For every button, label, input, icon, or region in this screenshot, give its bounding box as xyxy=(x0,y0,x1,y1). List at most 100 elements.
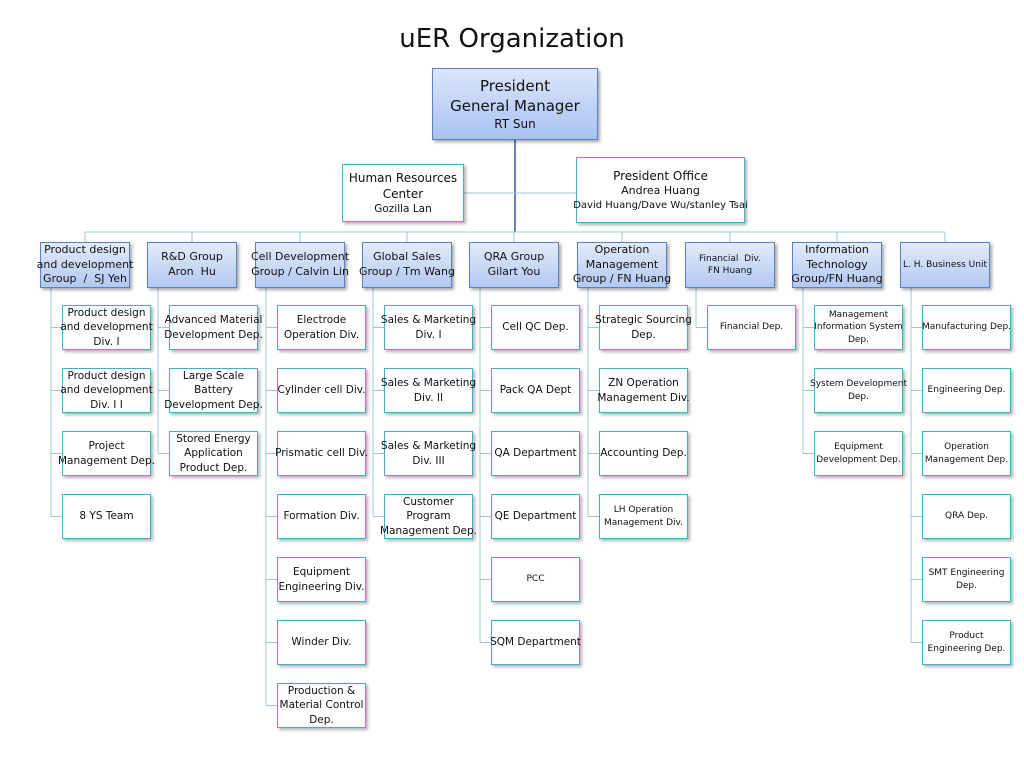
unit-box-3-5-line-1: Equipment xyxy=(293,566,350,579)
group-box-6-line-3: Group / FN Huang xyxy=(572,272,672,286)
unit-box-5-3: QA Department xyxy=(491,431,580,476)
unit-box-5-1-line-1: Cell QC Dep. xyxy=(502,321,569,334)
unit-box-5-4-line-1: QE Department xyxy=(494,510,577,523)
unit-box-1-1-line-2: and development xyxy=(60,321,153,334)
hr-center-box-line-3: Gozilla Lan xyxy=(374,203,432,216)
group-box-2-line-2: Aron Hu xyxy=(168,265,216,278)
unit-box-3-5-line-2: Engineering Div. xyxy=(278,580,365,593)
unit-box-3-3-line-1: Prismatic cell Div. xyxy=(275,447,368,460)
unit-box-5-6-line-1: SQM Department xyxy=(490,636,581,649)
unit-box-9-6-line-2: Engineering Dep. xyxy=(927,643,1006,654)
chart-title: uER Organization xyxy=(399,24,625,54)
unit-box-9-3-line-1: Operation xyxy=(944,442,989,453)
group-box-2-line-1: R&D Group xyxy=(161,250,223,264)
unit-box-3-7-line-3: Dep. xyxy=(309,713,334,726)
unit-box-3-6: Winder Div. xyxy=(277,620,366,665)
unit-box-2-1-line-2: Development Dep. xyxy=(164,328,263,341)
group-box-8-line-3: Group/FN Huang xyxy=(791,272,883,286)
unit-box-3-2-line-1: Cylinder cell Div. xyxy=(277,384,366,397)
unit-box-8-2-line-1: System Development xyxy=(810,379,908,390)
unit-box-9-2-line-1: Engineering Dep. xyxy=(927,385,1006,396)
unit-box-9-4-line-1: QRA Dep. xyxy=(944,511,989,522)
unit-box-2-3-line-1: Stored Energy xyxy=(176,433,251,446)
unit-box-4-3-line-2: Div. III xyxy=(412,454,445,467)
unit-box-7-1-line-1: Financial Dep. xyxy=(719,322,784,333)
unit-box-2-3-line-3: Product Dep. xyxy=(179,461,248,474)
unit-box-5-1: Cell QC Dep. xyxy=(491,305,580,350)
unit-box-3-4-line-1: Formation Div. xyxy=(283,510,360,523)
unit-box-9-5-line-2: Dep. xyxy=(955,580,978,591)
unit-box-8-1-line-2: Information System xyxy=(814,322,903,333)
unit-box-8-1-line-3: Dep. xyxy=(847,334,870,345)
unit-box-1-4: 8 YS Team xyxy=(62,494,151,539)
unit-box-3-2: Cylinder cell Div. xyxy=(277,368,366,413)
unit-box-1-2-line-2: and development xyxy=(60,384,153,397)
president-office-box-line-2: Andrea Huang xyxy=(621,183,700,197)
unit-box-2-1-line-1: Advanced Material xyxy=(164,314,263,327)
unit-box-1-2-line-1: Product design xyxy=(67,370,146,383)
unit-box-5-5: PCC xyxy=(491,557,580,602)
group-box-8-line-2: Technology xyxy=(806,257,868,271)
unit-box-3-1-line-2: Operation Div. xyxy=(283,328,360,341)
group-box-1-line-1: Product design xyxy=(44,242,126,256)
unit-box-1-1-line-1: Product design xyxy=(67,307,146,320)
president-office-box-line-3: David Huang/Dave Wu/stanley Tsai xyxy=(573,199,748,211)
unit-box-9-6-line-1: Product xyxy=(949,631,984,642)
unit-box-6-1-line-2: Dep. xyxy=(631,328,656,341)
unit-box-1-3-line-1: Project xyxy=(88,440,125,453)
unit-box-4-4-line-3: Management Dep. xyxy=(379,524,478,537)
unit-box-1-4-line-1: 8 YS Team xyxy=(79,510,134,523)
hr-center-box-line-1: Human Resources xyxy=(348,170,458,185)
unit-box-9-5-line-1: SMT Engineering xyxy=(928,568,1005,579)
president-box-line-1: President xyxy=(480,76,550,95)
group-box-9-line-1: L. H. Business Unit xyxy=(903,259,987,270)
unit-box-5-5-line-1: PCC xyxy=(526,574,545,585)
unit-box-9-3-line-2: Management Dep. xyxy=(924,454,1009,465)
hr-center-box-line-2: Center xyxy=(382,186,424,201)
unit-box-2-2-line-3: Development Dep. xyxy=(164,398,263,411)
group-box-7: Financial Div. FN Huang xyxy=(685,242,775,288)
group-box-6-line-2: Management xyxy=(585,257,659,271)
unit-box-4-3-line-1: Sales & Marketing xyxy=(380,440,477,453)
unit-box-6-2-line-2: Management Div. xyxy=(597,391,690,404)
group-box-7-line-2: FN Huang xyxy=(707,266,753,276)
unit-box-3-6-line-1: Winder Div. xyxy=(291,636,352,649)
unit-box-5-2: Pack QA Dept xyxy=(491,368,580,413)
unit-box-1-3-line-2: Management Dep. xyxy=(57,454,156,467)
unit-box-5-6: SQM Department xyxy=(490,620,581,665)
president-box-line-2: General Manager xyxy=(450,96,580,115)
group-box-4-line-1: Global Sales xyxy=(373,250,441,264)
unit-box-6-3: Accounting Dep. xyxy=(599,431,688,476)
unit-box-8-1-line-1: Management xyxy=(828,310,889,321)
president-box-line-3: RT Sun xyxy=(494,117,536,132)
unit-box-5-4: QE Department xyxy=(491,494,580,539)
unit-box-1-2-line-3: Div. I I xyxy=(90,398,123,411)
unit-box-8-3-line-2: Development Dep. xyxy=(816,454,901,465)
unit-box-6-2-line-1: ZN Operation xyxy=(608,377,679,390)
unit-box-4-1-line-2: Div. I xyxy=(415,328,442,341)
unit-box-3-1-line-1: Electrode xyxy=(296,314,347,327)
group-box-5-line-1: QRA Group xyxy=(483,250,545,264)
unit-box-2-3-line-2: Application xyxy=(184,447,243,460)
group-box-7-line-1: Financial Div. xyxy=(698,253,762,264)
